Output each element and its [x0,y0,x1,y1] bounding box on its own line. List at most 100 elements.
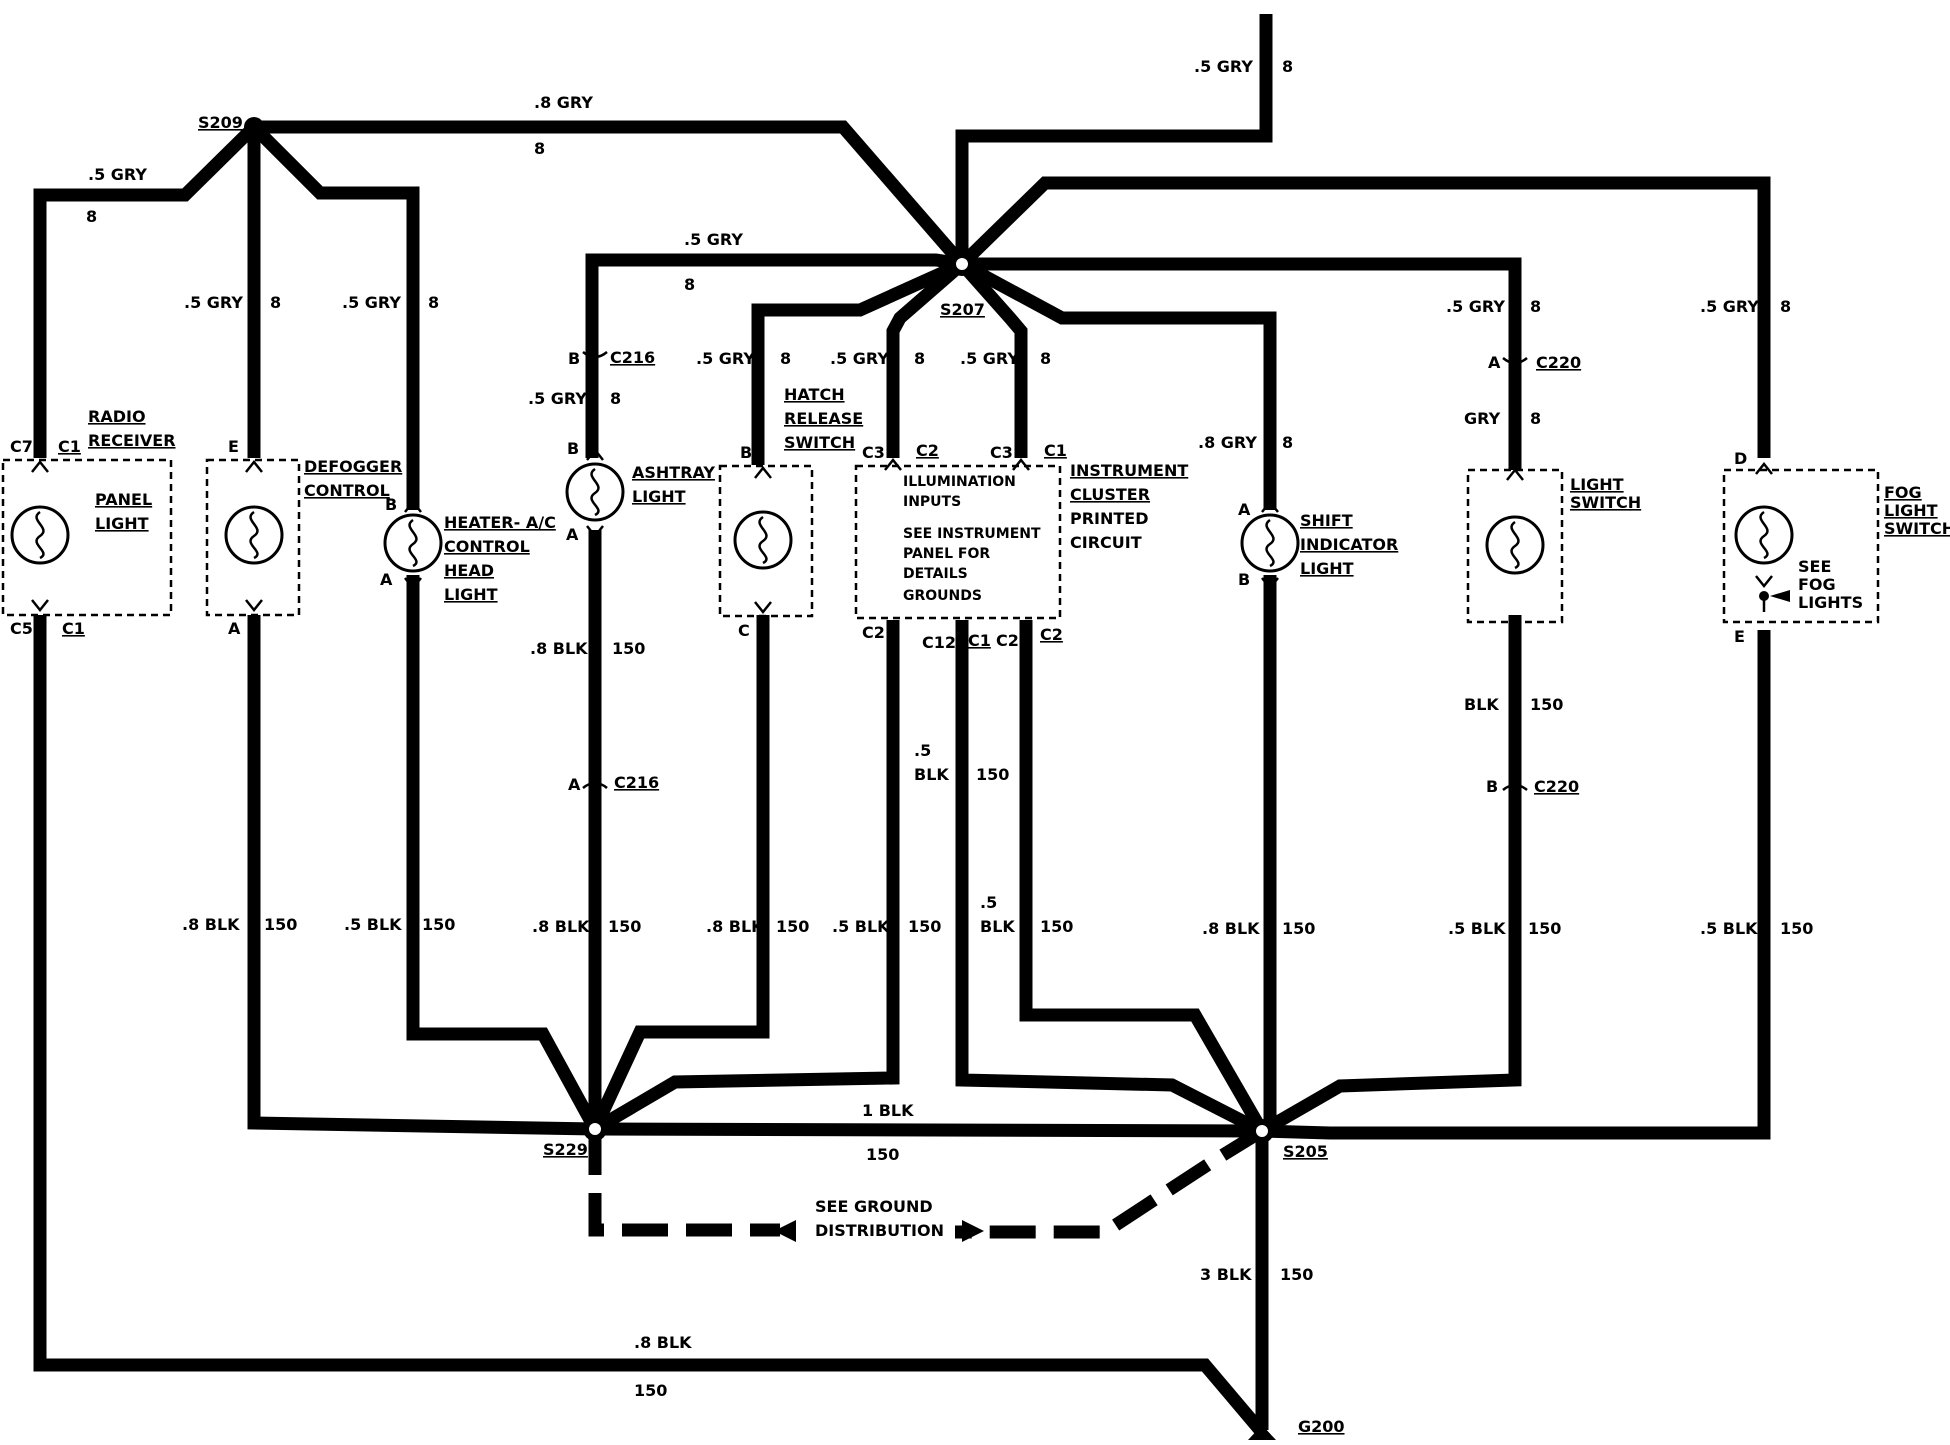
ashtray-title-1: ASHTRAY [632,463,715,482]
wire-label: .8 BLK [530,639,588,658]
splice-s205-label: S205 [1283,1142,1328,1161]
fog-note-2: FOG [1798,575,1836,594]
cluster-pin-bot-4: C2 [996,631,1019,650]
wire-label: 150 [612,639,645,658]
wire-label: 8 [610,389,621,408]
heater-title-1: HEATER- A/C [444,513,556,532]
wire-label: BLK [1464,695,1499,714]
fog-note-1: SEE [1798,557,1831,576]
hatch-release-switch [718,464,814,618]
splices [244,117,1276,1440]
lightsw-title-2: SWITCH [1570,493,1641,512]
cluster-inner-4: PANEL FOR [903,546,990,562]
heater-pin-bot: A [380,570,393,589]
cluster-pin-bot-1: C2 [862,623,885,642]
ashtray-pin-bot: A [566,525,579,544]
wire-label: .5 GRY [1446,297,1505,316]
c216-bot-pin: A [568,775,581,794]
radio-pin-top-1: C7 [10,437,33,456]
wire-label: .5 GRY [184,293,243,312]
c216-top-label: C216 [610,348,655,367]
fog-title-2: LIGHT [1884,501,1938,520]
cluster-pin-bot-5: C2 [1040,625,1063,644]
c220-bot-pin: B [1486,777,1498,796]
wire-label: 150 [976,765,1009,784]
fog-note-3: LIGHTS [1798,593,1863,612]
wire-label: .5 GRY [1194,57,1253,76]
heater-title-3: HEAD [444,561,494,580]
defogger-pin-top: E [228,437,239,456]
cluster-inner-2: INPUTS [903,494,961,510]
radio-pin-top-2: C1 [58,437,81,456]
wire-label: GRY [1464,409,1501,428]
cluster-inner-6: GROUNDS [903,588,982,604]
shift-title-2: INDICATOR [1300,535,1398,554]
ground-g200-label: G200 [1298,1417,1345,1436]
feed-wires [33,14,1771,510]
wire-label: 150 [264,915,297,934]
wire-label: 8 [86,207,97,226]
fog-title-1: FOG [1884,483,1922,502]
heater-title-4: LIGHT [444,585,498,604]
light-switch [1466,357,1564,791]
wire-label: 8 [1282,433,1293,452]
c220-top-pin: A [1488,353,1501,372]
ground-g200-symbol [1248,1425,1276,1440]
wire-label: 150 [1780,919,1813,938]
wire-label: 150 [1040,917,1073,936]
ashtray-title-2: LIGHT [632,487,686,506]
defogger-title-1: DEFOGGER [304,457,402,476]
c220-bot-label: C220 [1534,777,1579,796]
instrument-cluster-box [854,457,1062,620]
wire-label: .5 GRY [830,349,889,368]
hatch-title-1: HATCH [784,385,845,404]
ashtray-light [565,351,625,789]
radio-pin-bot-1: C5 [10,619,33,638]
cluster-inner-1: ILLUMINATION [903,474,1016,490]
wire-label: BLK [980,917,1015,936]
shift-pin-bot: B [1238,570,1250,589]
cluster-pin-bot-3: C1 [968,631,991,650]
ground-note-line2: DISTRIBUTION [815,1221,944,1240]
defogger-pin-bot: A [228,619,241,638]
wire-label: .8 BLK [706,917,764,936]
wire-label: .5 [980,893,997,912]
cluster-inner-3: SEE INSTRUMENT [903,526,1041,542]
cluster-pin-top-3: C3 [990,443,1013,462]
ashtray-pin-top: B [567,439,579,458]
cluster-title-3: PRINTED [1070,509,1149,528]
ground-arrow-left [774,1220,796,1242]
shift-indicator-light [1240,499,1300,591]
shift-title-3: LIGHT [1300,559,1354,578]
wire-label: 8 [1040,349,1051,368]
wire-label: .5 GRY [960,349,1019,368]
lightsw-title-1: LIGHT [1570,475,1624,494]
wire-label: .5 GRY [528,389,587,408]
shift-pin-top: A [1238,500,1251,519]
wire-label: 150 [1530,695,1563,714]
radio-title-2: RECEIVER [88,431,176,450]
fog-title-3: SWITCH [1884,519,1950,538]
radio-inner-2: LIGHT [95,514,149,533]
defogger-title-2: CONTROL [304,481,390,500]
wire-label: .5 GRY [696,349,755,368]
wire-label: 150 [908,917,941,936]
wire-label: .5 BLK [1448,919,1506,938]
cluster-pin-bot-2: C12 [922,633,956,652]
cluster-title-2: CLUSTER [1070,485,1150,504]
wire-label: 1 BLK [862,1101,914,1120]
splice-s207-label: S207 [940,300,985,319]
wire-label: .5 BLK [344,915,402,934]
wire-label: 150 [1528,919,1561,938]
wire-label: 3 BLK [1200,1265,1252,1284]
wire-label: 8 [270,293,281,312]
wire-label: 150 [634,1381,667,1400]
splice-s209-label: S209 [198,113,243,132]
splice-s209-dot [244,117,264,137]
wire-label: .5 GRY [1700,297,1759,316]
wire-label: 150 [866,1145,899,1164]
wire-label: 150 [608,917,641,936]
wire-label: .5 [914,741,931,760]
wire-label: 8 [780,349,791,368]
